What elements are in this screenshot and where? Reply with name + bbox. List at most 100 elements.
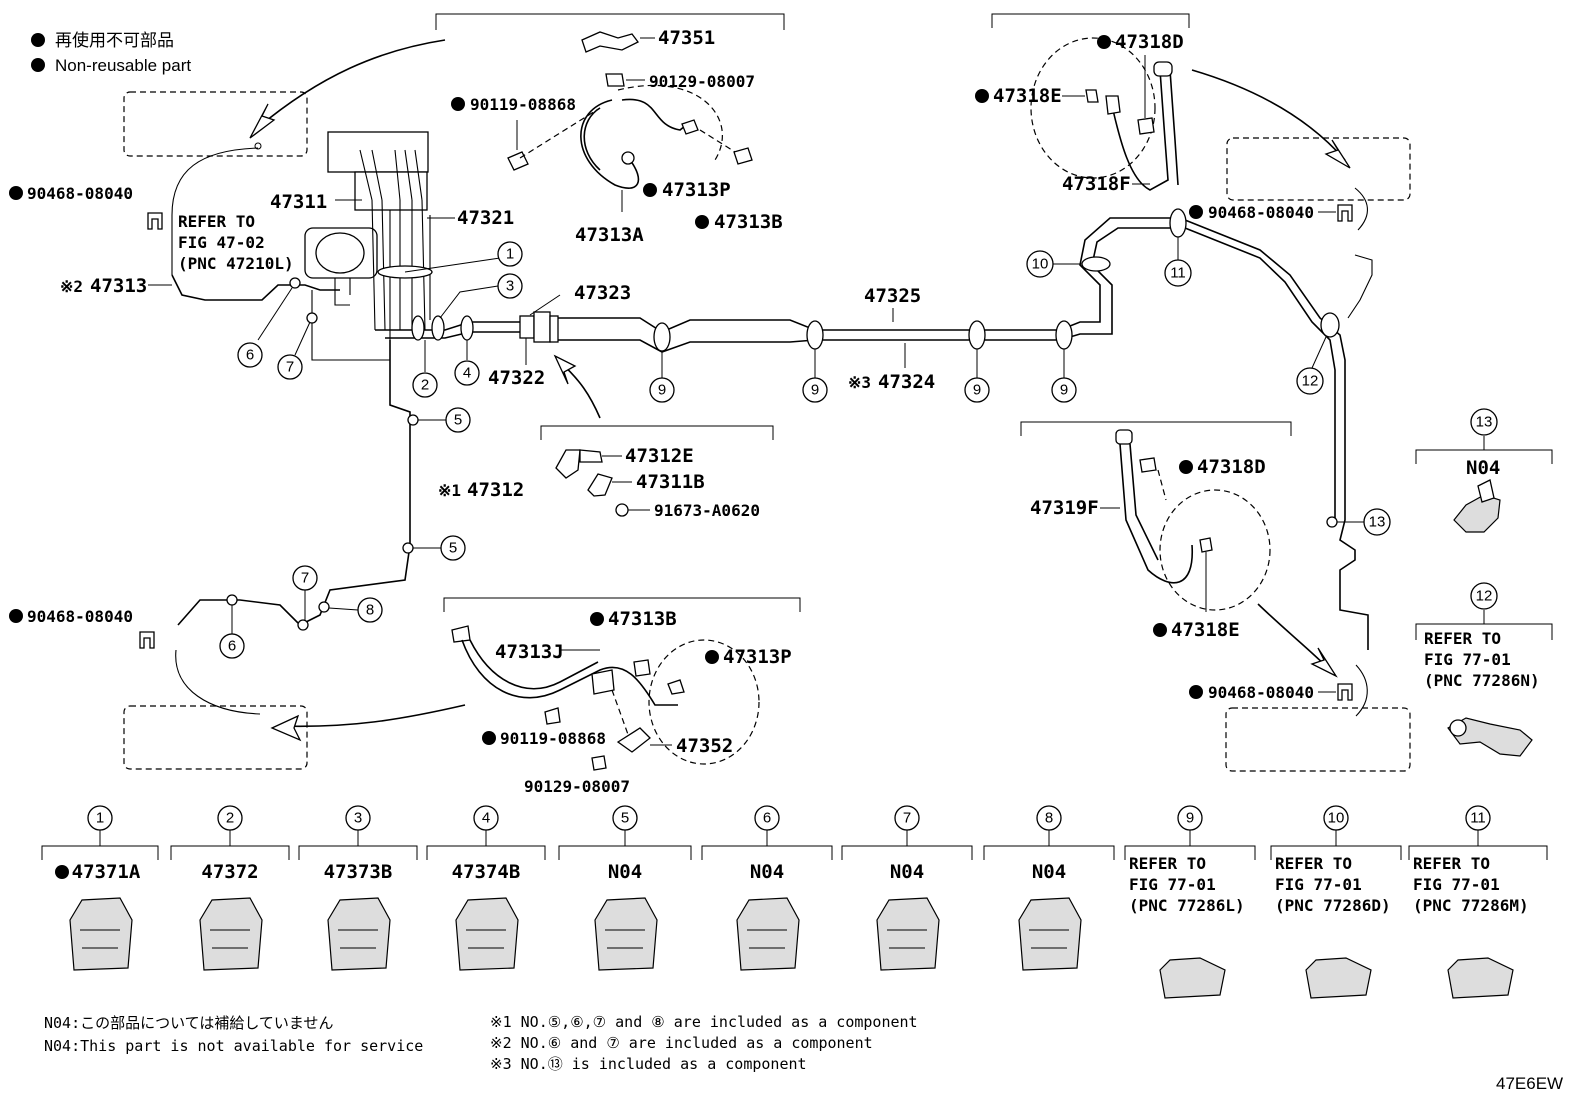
callout-13-head: 13 <box>1470 408 1498 436</box>
svg-text:8: 8 <box>366 602 374 619</box>
legend-en: Non-reusable part <box>55 56 191 75</box>
callout-1: 1 <box>404 241 523 273</box>
clip-part-detail <box>605 929 645 949</box>
footnotes: N04:この部品については補給していません N04:This part is n… <box>44 1013 1563 1093</box>
clip-part-icon <box>736 897 800 971</box>
svg-text:12: 12 <box>1302 373 1319 390</box>
clip-90468-icon <box>1337 683 1353 701</box>
callout-6: 6 <box>237 287 293 368</box>
part-47322: 47322 <box>488 367 545 389</box>
mark-note1: ※1 <box>438 481 461 500</box>
refer-line: FIG 77-01 <box>1275 875 1362 894</box>
clip-part-icon <box>1159 957 1226 999</box>
svg-text:4: 4 <box>463 365 471 382</box>
clip-part-number: N04 <box>750 861 784 883</box>
footnote-n04-en: N04:This part is not available for servi… <box>44 1037 423 1055</box>
bracket-47312E-group: 47312E 47311B 91673-A0620 <box>540 425 774 520</box>
svg-text:7: 7 <box>286 359 294 376</box>
tube-47313: ※2 47313 <box>60 274 340 301</box>
bracket-line <box>558 830 692 860</box>
part-47312: 47312 <box>467 479 524 501</box>
tube-main-run <box>375 217 1373 650</box>
clip-number: 7 <box>903 810 911 827</box>
hose-47319F-group: 47318D 47318E 47319F 90468-08040 <box>1020 421 1411 772</box>
clip-part-number: 47373B <box>324 861 393 883</box>
clip-part-number: N04 <box>890 861 924 883</box>
footnote-2: ※2 NO.⑥ and ⑦ are included as a componen… <box>490 1034 873 1052</box>
callout-9c: 9 <box>964 349 990 403</box>
clip-part-number: N04 <box>1032 861 1066 883</box>
svg-text:11: 11 <box>1170 265 1186 282</box>
clip-number: 3 <box>354 810 362 827</box>
part-90468-tr: 90468-08040 <box>1208 203 1314 222</box>
tube-47312: ※1 47312 <box>177 290 524 626</box>
part-90129-bot: 90129-08007 <box>524 777 630 796</box>
bracket-line <box>1408 830 1548 860</box>
clip-part-detail <box>887 929 927 949</box>
callout-6b: 6 <box>219 605 245 659</box>
clip-table: 147371A247372347373B447374B5N046N047N048… <box>41 805 1548 999</box>
callout-12-head: 12 <box>1470 582 1498 610</box>
callout-10: 10 <box>1026 250 1082 278</box>
refer-line: REFER TO <box>1275 854 1352 873</box>
footnote-1: ※1 NO.⑤,⑥,⑦ and ⑧ are included as a comp… <box>490 1013 918 1031</box>
svg-text:5: 5 <box>454 412 462 429</box>
clip-number: 4 <box>482 810 490 827</box>
refer-12-1: REFER TO <box>1424 629 1501 648</box>
hose-47313A-group: 47351 90129-08007 90119-08868 47313P 473… <box>435 13 785 246</box>
refer-12-2: FIG 77-01 <box>1424 650 1511 669</box>
part-47352: 47352 <box>676 735 733 757</box>
refer-line: REFER TO <box>1413 854 1490 873</box>
part-90119-top: 90119-08868 <box>470 95 576 114</box>
part-47312E: 47312E <box>625 445 694 467</box>
clip-part-icon <box>327 897 391 971</box>
svg-text:9: 9 <box>1060 382 1068 399</box>
part-47318E-mid: 47318E <box>1171 619 1240 641</box>
callout-13: 13 <box>1337 508 1391 536</box>
tube-union: 47323 47322 <box>488 282 631 419</box>
nonreusable-dot-icon <box>31 58 45 72</box>
part-47313P-top: 47313P <box>662 179 731 201</box>
part-90129-top: 90129-08007 <box>649 72 755 91</box>
clip-number: 2 <box>226 810 234 827</box>
clip-number: 6 <box>763 810 771 827</box>
svg-text:7: 7 <box>301 570 309 587</box>
hose-front-left-box: 90468-08040 REFER TO FIG 47-02 (PNC 4721… <box>9 39 446 275</box>
part-47313A: 47313A <box>575 224 644 246</box>
part-47318E-top: 47318E <box>993 85 1062 107</box>
part-47318F: 47318F <box>1062 173 1131 195</box>
callout-9b: 9 <box>802 349 828 403</box>
callouts: 1 3 2 4 6 7 5 5 7 8 6 9 9 9 9 10 11 12 1… <box>219 237 1498 659</box>
part-90468-bl: 90468-08040 <box>27 607 133 626</box>
callout-4: 4 <box>454 340 480 386</box>
hose-47318F-group: 47318D 47318E 47318F 90468-08040 <box>975 13 1411 231</box>
bracket-line <box>298 830 418 860</box>
clip-part-detail <box>466 929 506 949</box>
svg-text:3: 3 <box>506 278 514 295</box>
part-47318D-top: 47318D <box>1115 31 1184 53</box>
part-90468-br: 90468-08040 <box>1208 683 1314 702</box>
bracket-line <box>841 830 973 860</box>
callout-2: 2 <box>412 340 438 398</box>
bracket-line <box>1270 830 1402 860</box>
hose-47313J-group: 47313J 47313B 47313P 47352 90119-08868 9… <box>443 597 801 796</box>
clip-part-detail <box>338 929 378 949</box>
callout-9a: 9 <box>649 351 675 403</box>
part-90468-tl: 90468-08040 <box>27 184 133 203</box>
bracket-line <box>426 830 546 860</box>
clip-number: 1 <box>96 810 104 827</box>
part-47313P-bot: 47313P <box>723 646 792 668</box>
svg-text:9: 9 <box>658 382 666 399</box>
svg-text:10: 10 <box>1032 256 1049 273</box>
clip-90468-icon <box>1337 204 1353 222</box>
clip-part-icon <box>69 897 133 971</box>
nonreusable-dot-icon <box>55 865 69 879</box>
part-47323: 47323 <box>574 282 631 304</box>
part-47313J: 47313J <box>495 641 564 663</box>
